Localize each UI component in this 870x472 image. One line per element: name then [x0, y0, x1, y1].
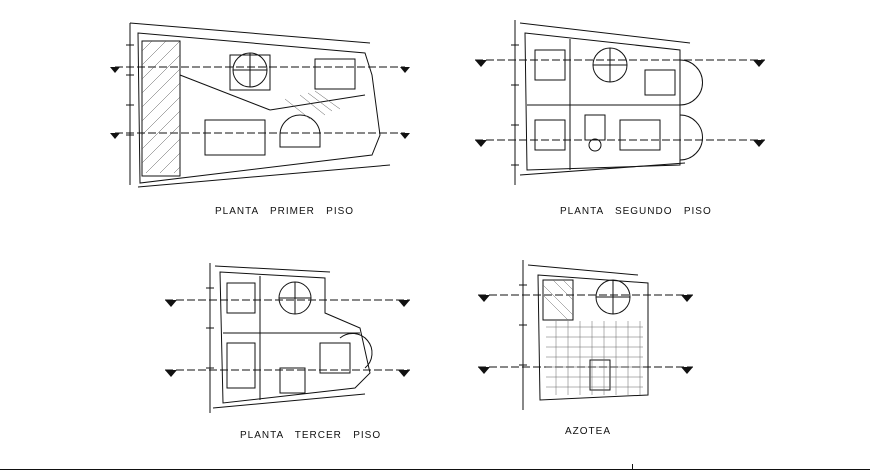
plan-azotea: [478, 260, 693, 410]
plan-caption-tercer-piso: PLANTA TERCER PISO: [240, 430, 382, 441]
plan-caption-primer-piso: PLANTA PRIMER PISO: [215, 206, 355, 217]
plan-caption-azotea: AZOTEA: [565, 426, 612, 437]
plan-primer-piso: [110, 22, 410, 188]
sheet-border-tick: [632, 464, 633, 470]
plan-segundo-piso: [475, 20, 765, 185]
plan-tercer-piso: [165, 263, 410, 413]
sheet-border-bottom: [0, 469, 870, 470]
plan-caption-segundo-piso: PLANTA SEGUNDO PISO: [560, 206, 712, 217]
